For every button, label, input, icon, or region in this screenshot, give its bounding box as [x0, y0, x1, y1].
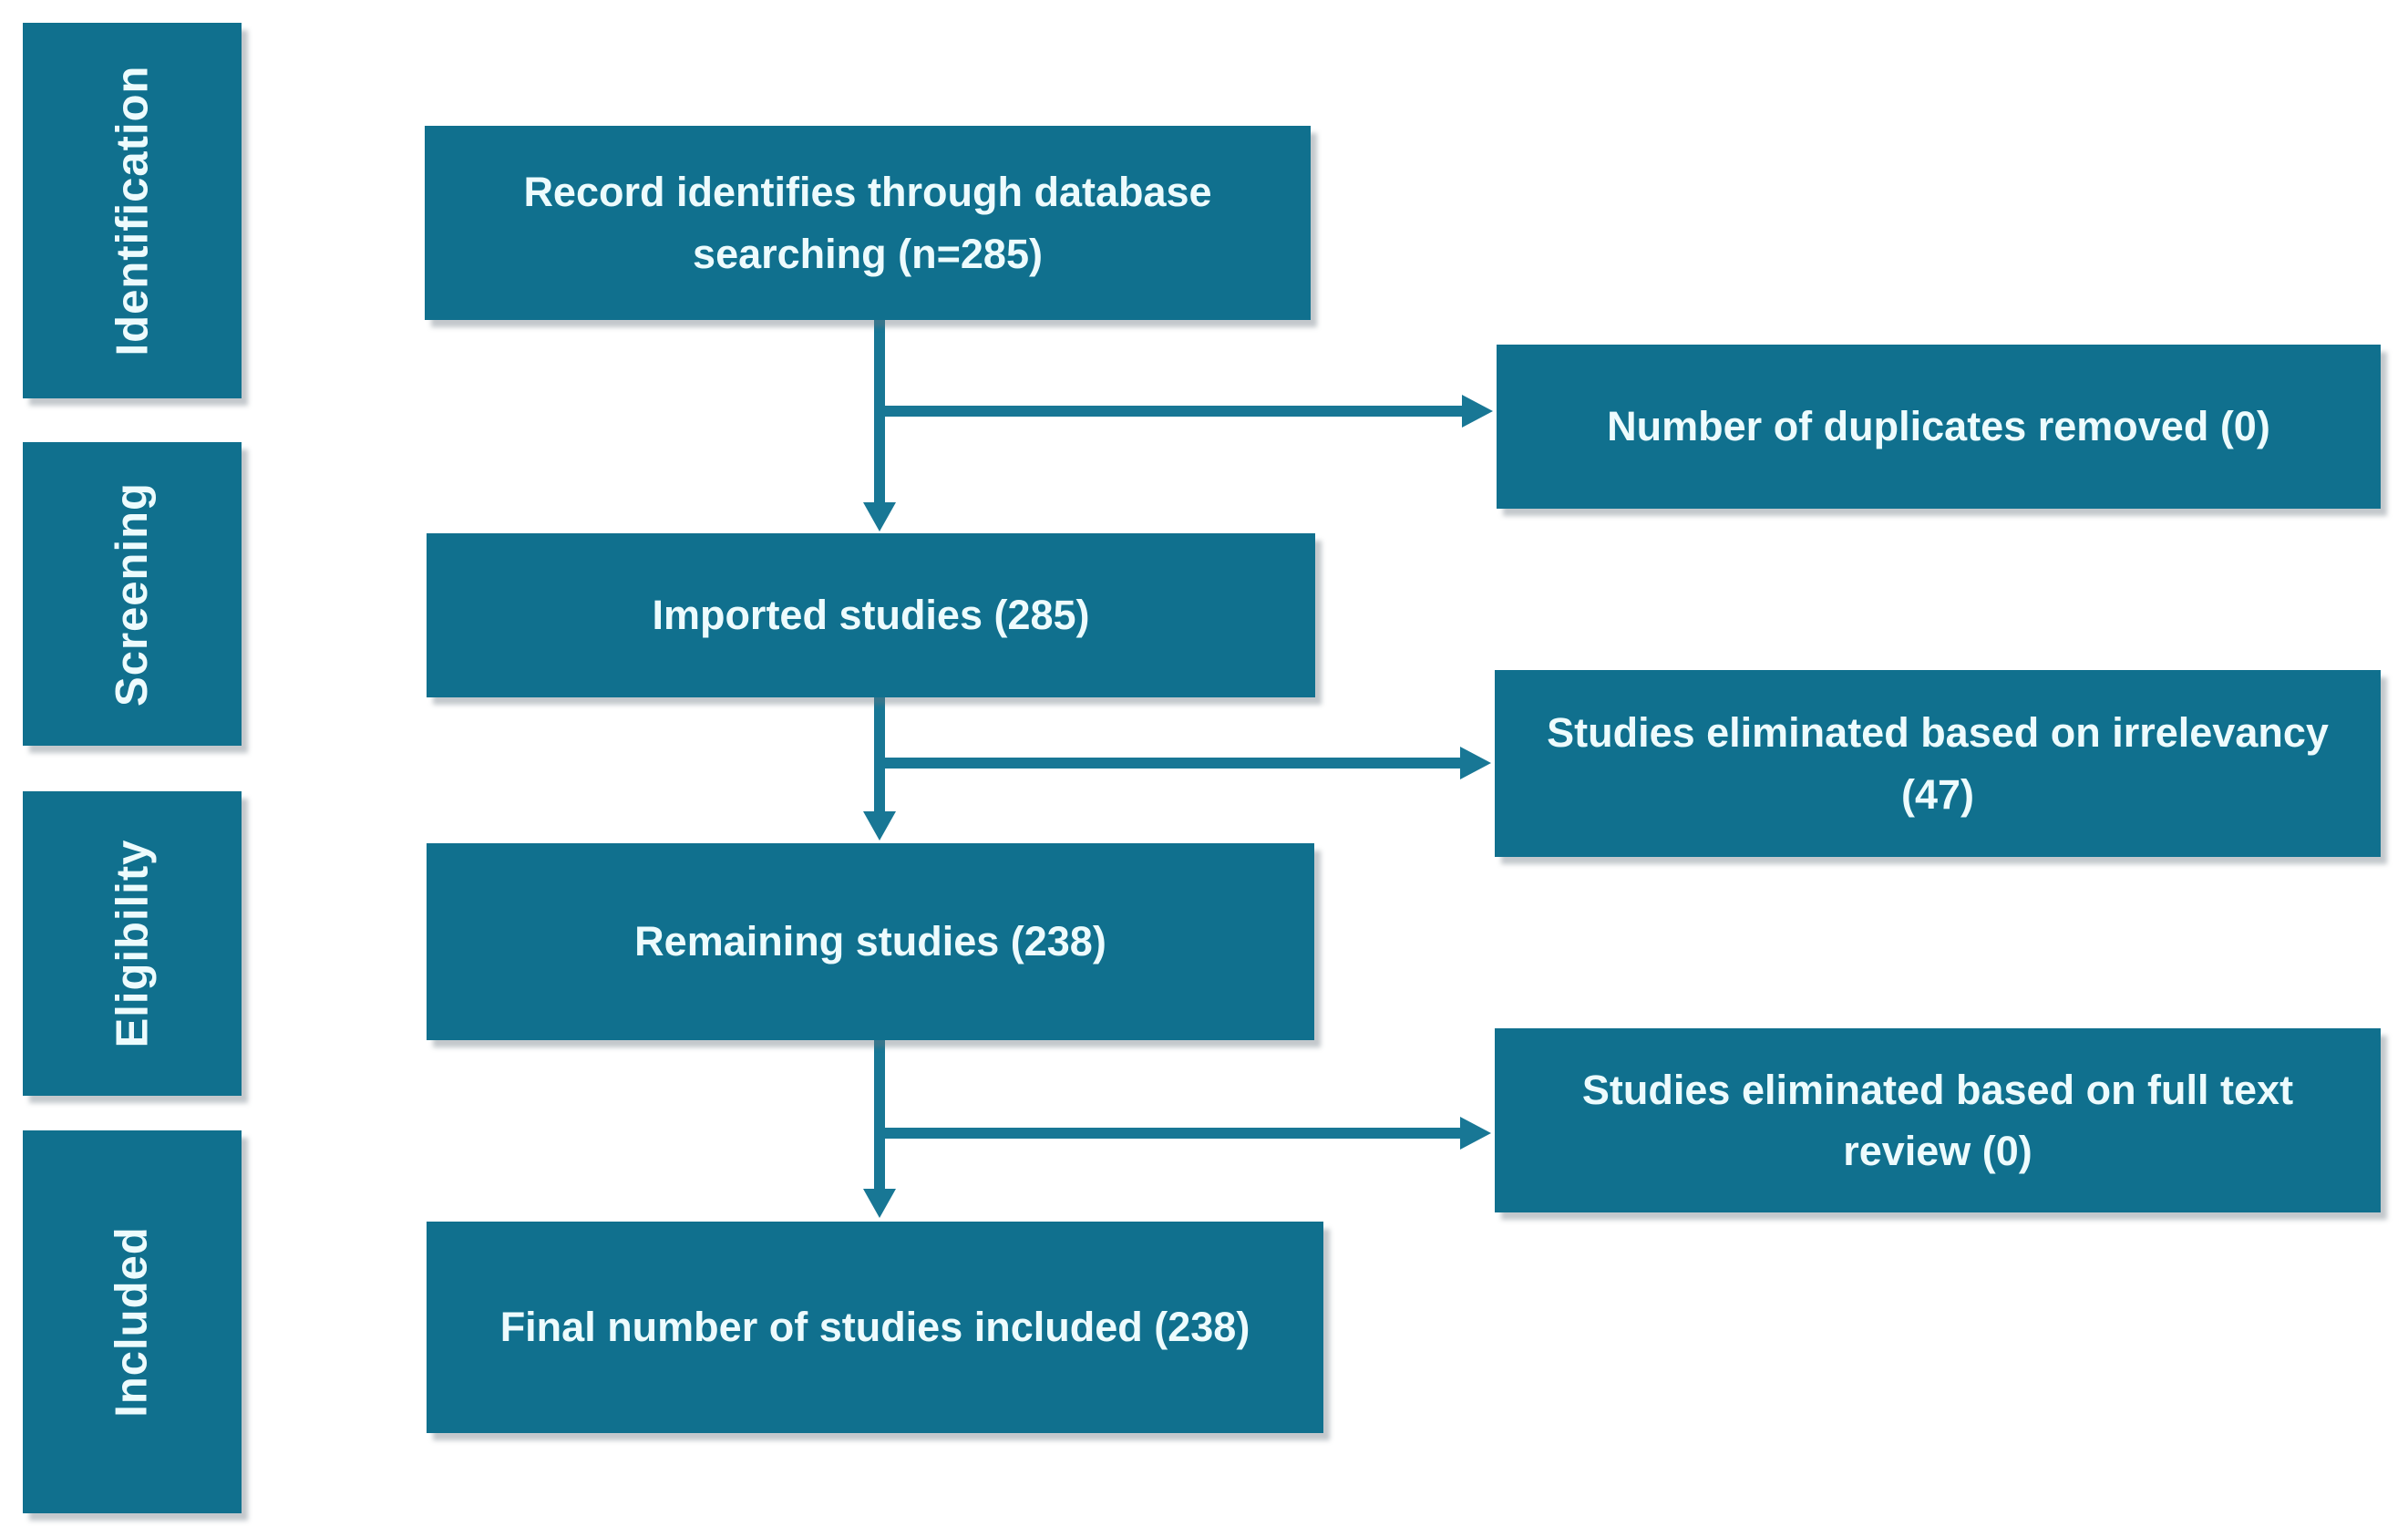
side-box-eliminated-irrelevancy: Studies eliminated based on irrelevancy … — [1495, 670, 2381, 857]
side-box-eliminated-fulltext: Studies eliminated based on full text re… — [1495, 1028, 2381, 1212]
stage-included-label: Included — [108, 1226, 157, 1418]
flow-box-final-included: Final number of studies included (238) — [427, 1222, 1323, 1433]
side-box-duplicates-removed-label: Number of duplicates removed (0) — [1607, 403, 2270, 450]
flow-box-records-identified-label: Record identifies through database searc… — [523, 169, 1212, 277]
arrowhead-records-to-imported — [863, 502, 896, 531]
stage-eligibility: Eligibility — [23, 791, 242, 1096]
side-box-eliminated-fulltext-label: Studies eliminated based on full text re… — [1581, 1066, 2294, 1175]
stage-screening: Screening — [23, 442, 242, 746]
stage-eligibility-label: Eligibility — [107, 839, 157, 1048]
flow-box-remaining-studies: Remaining studies (238) — [427, 843, 1314, 1040]
arrowhead-imported-to-irrelevancy — [1460, 747, 1491, 779]
flow-box-records-identified: Record identifies through database searc… — [425, 126, 1311, 320]
stage-screening-label: Screening — [108, 481, 158, 707]
arrowhead-remaining-to-fulltext — [1460, 1117, 1491, 1150]
arrowhead-records-to-duplicates — [1462, 395, 1493, 428]
stage-identification-label: Identification — [108, 65, 158, 356]
stage-identification: Identification — [23, 23, 242, 398]
flow-box-imported-studies: Imported studies (285) — [427, 533, 1315, 697]
flow-box-imported-studies-label: Imported studies (285) — [652, 592, 1090, 639]
side-box-eliminated-irrelevancy-label: Studies eliminated based on irrelevancy … — [1547, 709, 2329, 818]
side-box-duplicates-removed: Number of duplicates removed (0) — [1497, 345, 2381, 509]
arrowhead-imported-to-remaining — [863, 811, 896, 841]
arrowhead-remaining-to-final — [863, 1189, 896, 1218]
stage-included: Included — [23, 1130, 242, 1513]
flow-box-final-included-label: Final number of studies included (238) — [499, 1304, 1250, 1351]
flow-box-remaining-studies-label: Remaining studies (238) — [634, 918, 1106, 965]
